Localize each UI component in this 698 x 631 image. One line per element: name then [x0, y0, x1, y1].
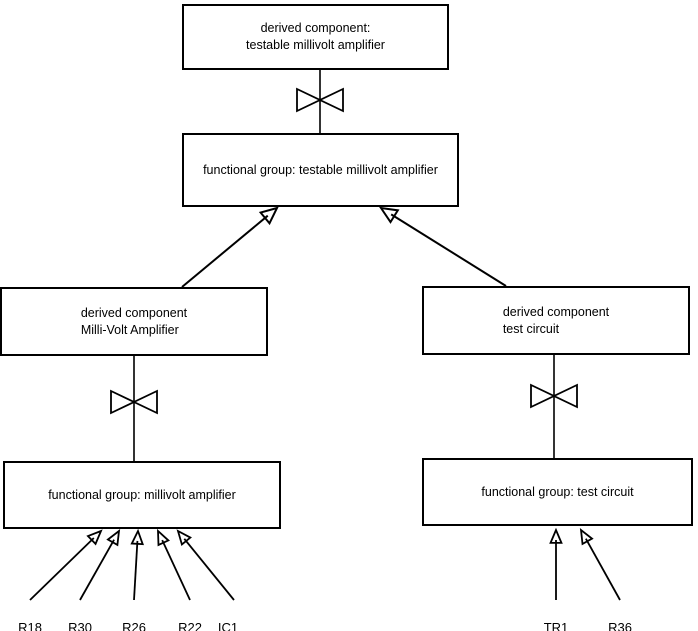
arrow-r18-to-millivolt-group: [29, 529, 103, 601]
arrow-r36-to-test-circuit-group-shaft: [585, 538, 621, 601]
arrow-milli-volt-amplifier-to-testable-group: [181, 206, 279, 288]
arrow-test-circuit-to-testable-group-head: [378, 206, 400, 224]
arrow-r26-to-millivolt-group-shaft: [133, 540, 139, 601]
arrow-test-circuit-to-testable-group: [378, 206, 507, 287]
arrow-r18-to-millivolt-group-head: [86, 529, 103, 546]
node-functional-group-testable-millivolt-amplifier[interactable]: functional group: testable millivolt amp…: [182, 133, 459, 207]
arrow-ic1-to-millivolt-group-shaft: [183, 538, 235, 601]
node-functional-group-millivolt-amplifier-label: functional group: millivolt amplifier: [48, 487, 236, 502]
node-derived-component-test-circuit-label: derived component test circuit: [502, 304, 610, 336]
arrow-r30-to-millivolt-group: [79, 528, 121, 601]
arrow-r36-to-test-circuit-group-head: [579, 527, 594, 546]
node-functional-group-test-circuit[interactable]: functional group: test circuit: [422, 458, 693, 526]
arrow-ic1-to-millivolt-group-head: [176, 529, 192, 547]
arrow-r22-to-millivolt-group-shaft: [161, 539, 191, 601]
arrow-tr1-to-test-circuit-group: [549, 527, 563, 600]
bowtie-connector-right: [530, 355, 578, 458]
node-functional-group-millivolt-amplifier[interactable]: functional group: millivolt amplifier: [3, 461, 281, 529]
arrow-r26-to-millivolt-group: [130, 528, 144, 601]
node-derived-component-milli-volt-amplifier[interactable]: derived component Milli-Volt Amplifier: [0, 287, 268, 356]
bowtie-connector-top-right-triangle: [317, 87, 344, 113]
bowtie-connector-top-left-triangle: [296, 87, 323, 113]
arrow-ic1-to-millivolt-group: [176, 529, 235, 601]
node-derived-component-testable-millivolt-amplifier-label: derived component: testable millivolt am…: [246, 21, 385, 52]
bowtie-connector-right-right-triangle: [551, 383, 578, 409]
arrow-r18-to-millivolt-group-shaft: [29, 537, 95, 601]
node-derived-component-test-circuit[interactable]: derived component test circuit: [422, 286, 690, 355]
arrow-r22-to-millivolt-group: [157, 528, 191, 601]
bowtie-connector-top: [296, 70, 344, 133]
node-derived-component-milli-volt-amplifier-label: derived component Milli-Volt Amplifier: [80, 305, 188, 337]
bowtie-connector-left-right-triangle: [131, 389, 158, 415]
arrow-r22-to-millivolt-group-head: [157, 528, 170, 547]
bowtie-connector-left-left-triangle: [110, 389, 137, 415]
arrow-tr1-to-test-circuit-group-head: [549, 527, 563, 544]
leaf-label-ic1: IC1: [217, 620, 239, 631]
leaf-label-tr1: TR1: [543, 620, 569, 631]
arrow-r30-to-millivolt-group-shaft: [79, 539, 115, 601]
arrow-r36-to-test-circuit-group: [579, 527, 621, 601]
node-functional-group-testable-millivolt-amplifier-label: functional group: testable millivolt amp…: [203, 162, 438, 177]
arrow-r26-to-millivolt-group-head: [130, 528, 144, 546]
bowtie-connector-left: [110, 356, 158, 461]
arrow-milli-volt-amplifier-to-testable-group-shaft: [181, 214, 269, 288]
node-derived-component-testable-millivolt-amplifier[interactable]: derived component: testable millivolt am…: [182, 4, 449, 70]
leaf-label-r26: R26: [122, 620, 146, 631]
leaf-label-r18: R18: [18, 620, 42, 631]
bowtie-connector-right-left-triangle: [530, 383, 557, 409]
leaf-label-r30: R30: [68, 620, 92, 631]
leaf-label-r22: R22: [178, 620, 202, 631]
leaf-label-r36: R36: [608, 620, 632, 631]
arrow-r30-to-millivolt-group-head: [106, 528, 121, 547]
node-functional-group-test-circuit-label: functional group: test circuit: [481, 484, 634, 499]
arrow-milli-volt-amplifier-to-testable-group-head: [258, 206, 279, 226]
arrow-test-circuit-to-testable-group-shaft: [390, 213, 507, 287]
